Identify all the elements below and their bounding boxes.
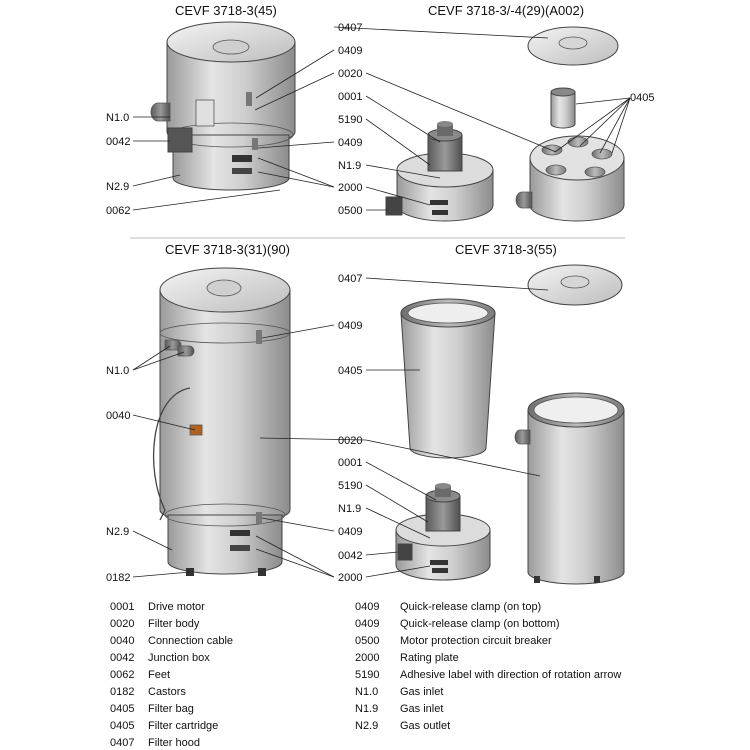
callout-n2-9: N2.9 (106, 181, 129, 193)
cartridge-housing-top (515, 135, 625, 222)
title-bottom-left: CEVF 3718-3(31)(90) (165, 242, 290, 257)
callout-0001: 0001 (338, 91, 362, 103)
motor-assembly-bottom (395, 483, 491, 581)
callout-0020: 0020 (338, 435, 362, 447)
callout-0042: 0042 (338, 550, 362, 562)
callout-0020: 0020 (338, 68, 362, 80)
title-top-right: CEVF 3718-3/-4(29)(A002) (428, 3, 584, 18)
filter-hood-top (527, 26, 619, 66)
callout-0182: 0182 (106, 572, 130, 584)
callout-0409: 0409 (338, 320, 362, 332)
callout-0405: 0405 (630, 92, 654, 104)
callout-0062: 0062 (106, 205, 130, 217)
leader-lines (132, 26, 631, 578)
callout-0500: 0500 (338, 205, 362, 217)
callout-n1-0: N1.0 (106, 365, 129, 377)
title-bottom-right: CEVF 3718-3(55) (455, 242, 557, 257)
callout-0407: 0407 (338, 273, 362, 285)
motor-assembly-top (385, 121, 494, 222)
callout-n2-9: N2.9 (106, 526, 129, 538)
filter-unit-tall (152, 267, 291, 576)
callout-5190: 5190 (338, 480, 362, 492)
callout-2000: 2000 (338, 572, 362, 584)
callout-0409: 0409 (338, 45, 362, 57)
filter-bag (400, 298, 496, 459)
callout-0040: 0040 (106, 410, 130, 422)
filter-cartridge-top (550, 87, 576, 129)
callout-2000: 2000 (338, 182, 362, 194)
filter-unit-short (150, 21, 296, 191)
filter-hood-bottom (527, 264, 623, 306)
callout-0001: 0001 (338, 457, 362, 469)
callout-n1-9: N1.9 (338, 503, 361, 515)
callout-5190: 5190 (338, 114, 362, 126)
callout-n1-9: N1.9 (338, 160, 361, 172)
filter-body-bottom (514, 392, 625, 585)
callout-0405: 0405 (338, 365, 362, 377)
callout-0407: 0407 (338, 22, 362, 34)
callout-0409: 0409 (338, 137, 362, 149)
callout-n1-0: N1.0 (106, 112, 129, 124)
title-top-left: CEVF 3718-3(45) (175, 3, 277, 18)
callout-0409: 0409 (338, 526, 362, 538)
callout-0042: 0042 (106, 136, 130, 148)
